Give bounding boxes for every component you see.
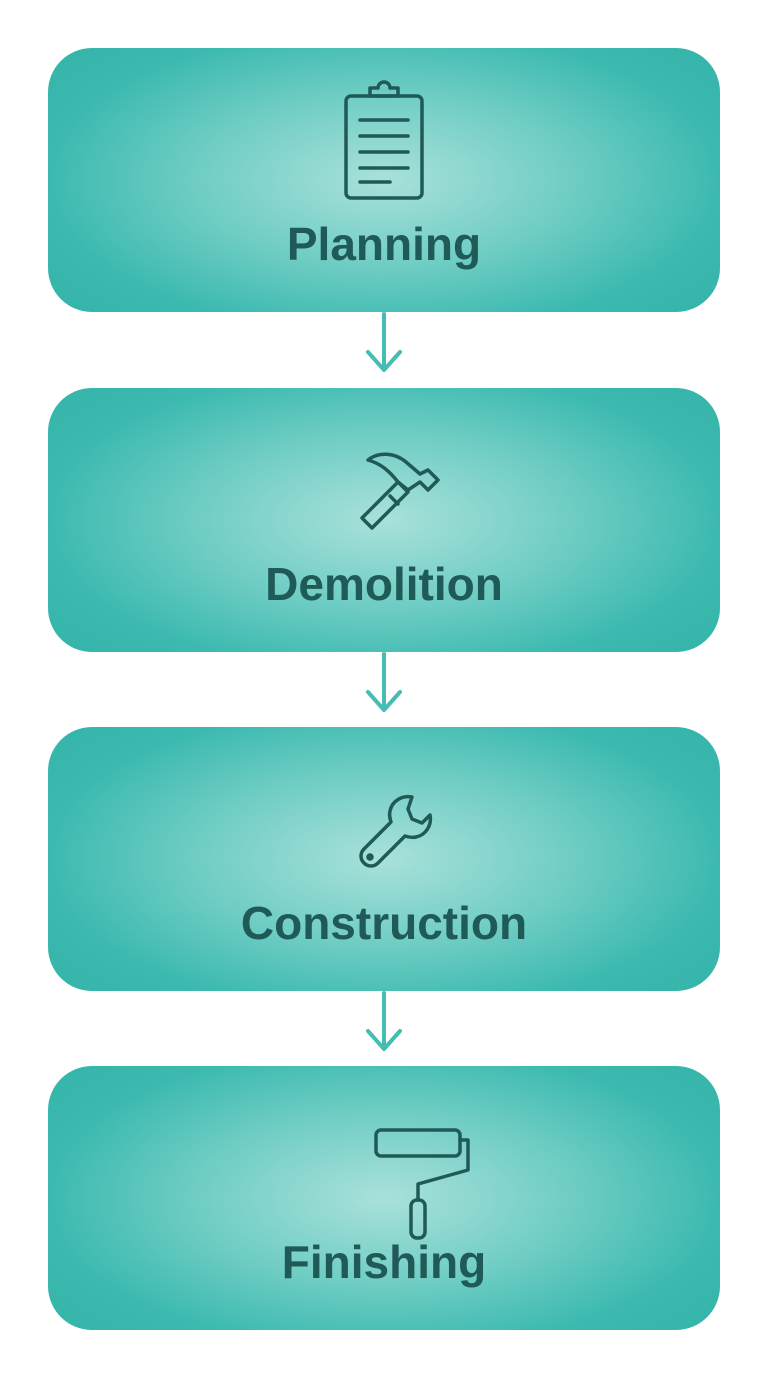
step-finishing: Finishing xyxy=(48,1066,720,1330)
step-label-finishing: Finishing xyxy=(281,1236,487,1288)
step-label-planning: Planning xyxy=(286,218,482,270)
step-construction: Construction xyxy=(48,727,720,991)
arrow-down-icon xyxy=(364,312,404,388)
arrow-down-icon xyxy=(364,652,404,728)
arrow-down-icon xyxy=(364,991,404,1067)
wrench-icon xyxy=(344,749,433,879)
step-planning: Planning xyxy=(48,48,720,312)
step-demolition: Demolition xyxy=(48,388,720,652)
paint-roller-icon xyxy=(344,1088,470,1240)
step-label-demolition: Demolition xyxy=(265,558,503,610)
step-label-construction: Construction xyxy=(240,897,528,949)
clipboard-icon xyxy=(344,70,424,200)
hammer-icon xyxy=(344,410,440,540)
